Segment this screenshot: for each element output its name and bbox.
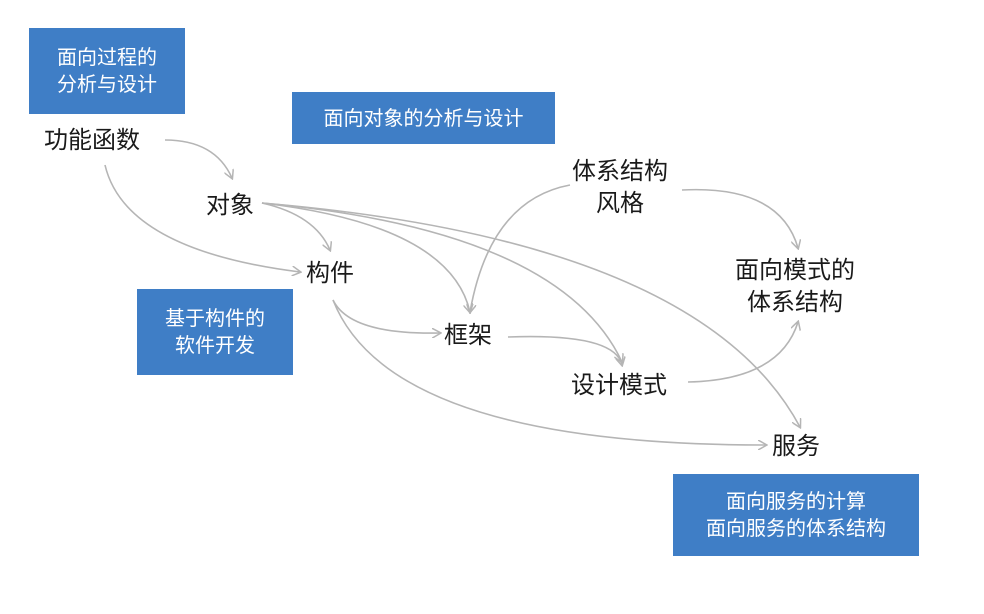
node-framework: 框架 xyxy=(444,319,492,351)
arrow-function-to-object xyxy=(164,139,232,178)
arrow-design-pattern-to-pattern-architecture xyxy=(687,322,798,383)
component-based-line-1: 基于构件的 xyxy=(165,306,265,330)
service-oriented-line-2: 面向服务的体系结构 xyxy=(706,516,886,540)
node-architecture-style-line-2: 风格 xyxy=(596,189,644,218)
node-service-label: 服务 xyxy=(772,432,820,460)
node-function: 功能函数 xyxy=(44,124,140,156)
object-oriented-analysis-design-box: 面向对象的分析与设计 xyxy=(292,92,555,144)
arrow-object-to-design-pattern xyxy=(261,202,622,362)
arrow-object-to-framework xyxy=(261,202,470,312)
component-based-line-2: 软件开发 xyxy=(175,333,255,357)
node-design-pattern: 设计模式 xyxy=(571,369,667,401)
node-pattern-architecture-line-2: 体系结构 xyxy=(747,288,843,317)
arrow-component-to-service xyxy=(332,299,766,445)
service-oriented-line-1: 面向服务的计算 xyxy=(726,489,866,513)
node-object-label: 对象 xyxy=(206,191,254,219)
node-architecture-style-line-1: 体系结构 xyxy=(572,157,668,185)
node-object: 对象 xyxy=(206,189,254,221)
arrow-component-to-framework xyxy=(332,299,440,333)
node-design-pattern-label: 设计模式 xyxy=(571,371,667,399)
node-component-label: 构件 xyxy=(306,259,354,287)
node-architecture-style: 体系结构 风格 xyxy=(572,155,668,220)
arrow-object-to-component xyxy=(261,202,330,250)
arrow-style-to-pattern-architecture xyxy=(681,188,798,248)
procedural-analysis-design-box: 面向过程的 分析与设计 xyxy=(29,28,185,114)
procedural-line-2: 分析与设计 xyxy=(57,72,157,96)
component-based-development-box: 基于构件的 软件开发 xyxy=(137,289,293,375)
node-service: 服务 xyxy=(772,430,820,462)
node-framework-label: 框架 xyxy=(444,321,492,349)
arrow-style-to-framework xyxy=(470,184,571,312)
object-oriented-label: 面向对象的分析与设计 xyxy=(323,105,524,130)
procedural-line-1: 面向过程的 xyxy=(57,45,157,69)
node-function-label: 功能函数 xyxy=(44,126,140,154)
node-component: 构件 xyxy=(306,257,354,289)
node-pattern-architecture-line-1: 面向模式的 xyxy=(735,256,855,284)
node-pattern-oriented-architecture: 面向模式的 体系结构 xyxy=(735,254,855,319)
arrow-object-to-service xyxy=(261,202,800,427)
arrow-function-to-component xyxy=(104,164,300,272)
arrow-framework-to-design-pattern xyxy=(507,335,622,365)
service-oriented-box: 面向服务的计算 面向服务的体系结构 xyxy=(673,474,919,556)
